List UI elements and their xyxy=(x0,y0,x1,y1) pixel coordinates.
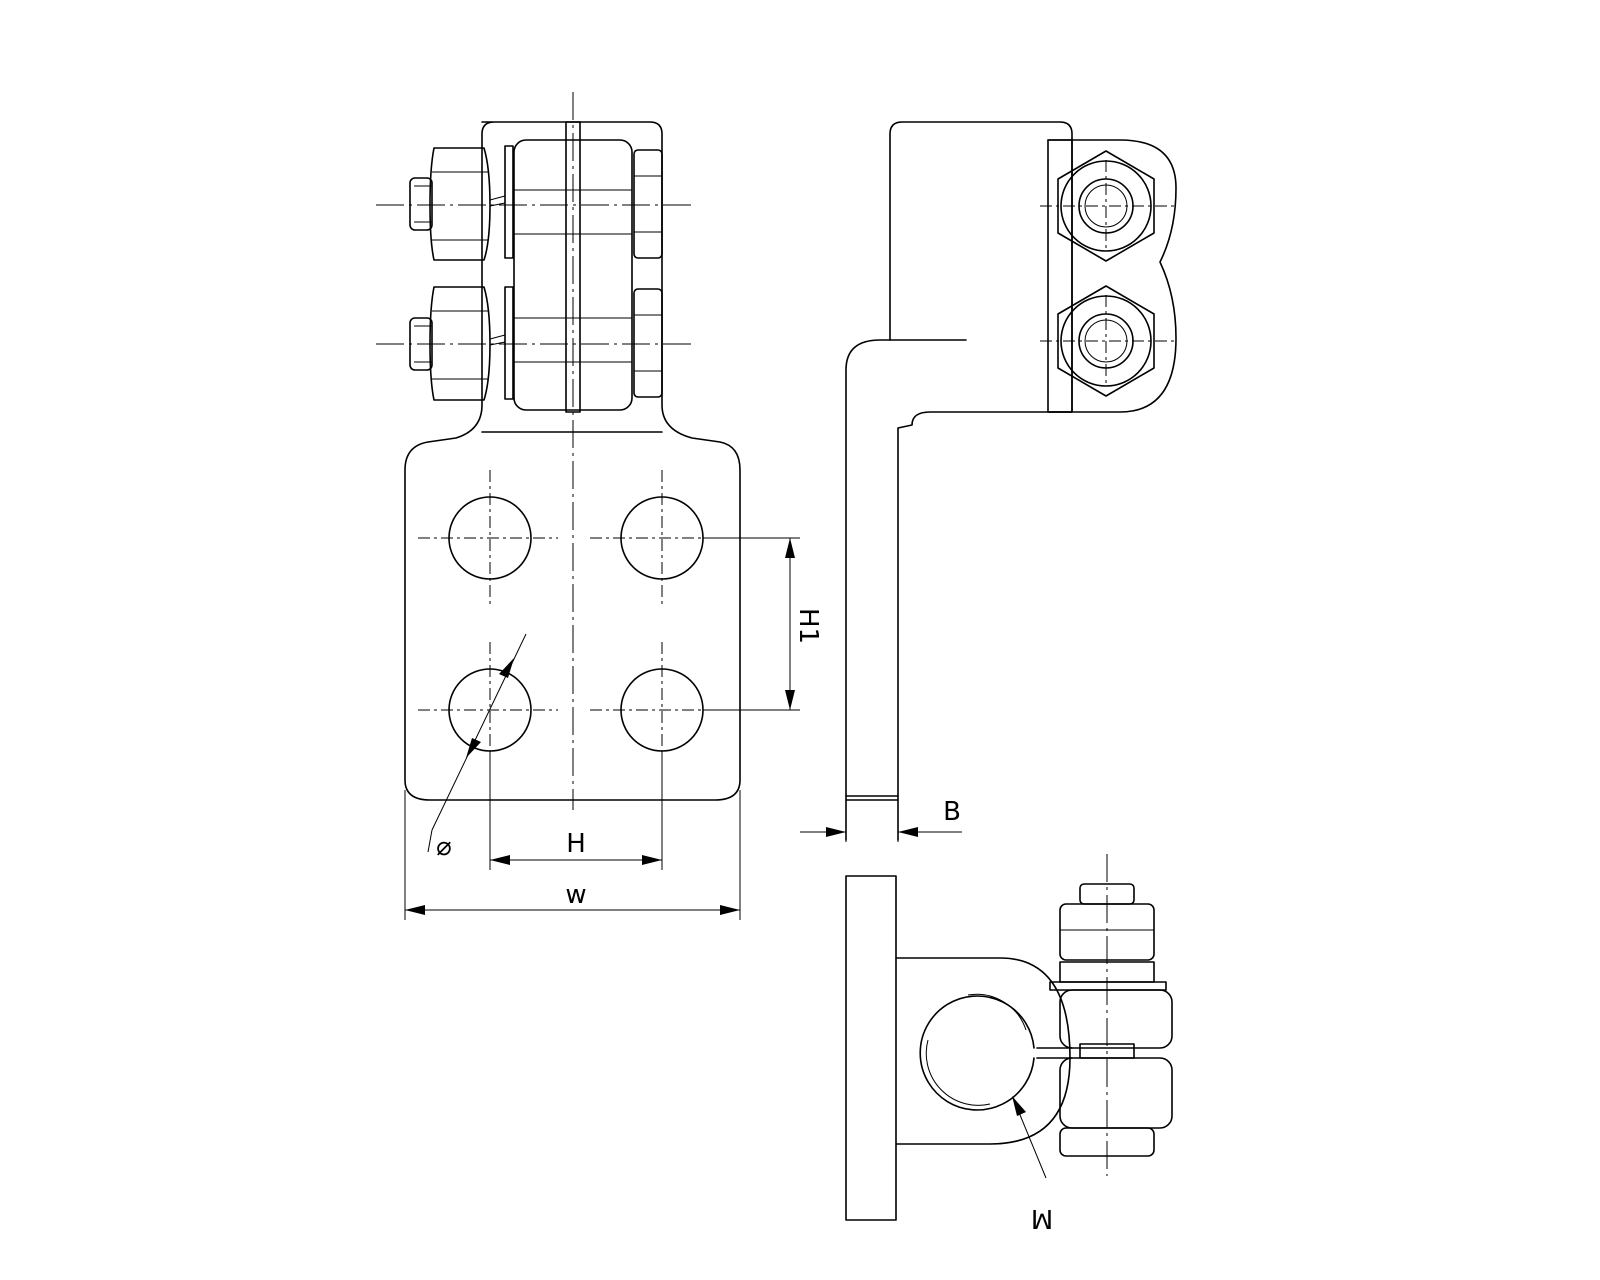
dimension-h: H xyxy=(489,752,663,870)
upper-bolt-assembly xyxy=(409,147,663,261)
hex-nut xyxy=(1057,285,1155,397)
bolt-end xyxy=(409,177,433,231)
dimension-m: M xyxy=(1012,1096,1053,1233)
mounting-holes xyxy=(418,470,730,778)
dimension-label-w: w xyxy=(565,880,586,910)
side-nut-upper xyxy=(1040,150,1176,262)
clamp-head-outline xyxy=(1047,139,1177,413)
dimension-b: B xyxy=(800,797,962,842)
hex-nut xyxy=(429,147,491,261)
l-bracket-profile xyxy=(845,121,1073,801)
bottom-bolt-stack xyxy=(1049,854,1173,1176)
back-nut xyxy=(633,288,663,398)
dimension-h1: H1 xyxy=(703,537,823,711)
dimension-w: w xyxy=(404,790,741,920)
side-nut-lower xyxy=(1040,285,1176,397)
dimension-label-m: M xyxy=(1031,1203,1053,1233)
dimension-diameter: ⌀ xyxy=(427,633,527,862)
front-view: H w H1 ⌀ xyxy=(376,92,823,920)
dimension-label-h: H xyxy=(566,829,586,859)
washer-plate xyxy=(504,286,514,400)
hex-nut xyxy=(429,286,491,401)
washer xyxy=(1049,981,1167,991)
dimension-label-b: B xyxy=(943,797,961,827)
base-plate xyxy=(845,875,897,1221)
side-view: B xyxy=(800,121,1177,842)
back-nut xyxy=(633,149,663,259)
clamp-jaw-lower xyxy=(1059,1057,1173,1129)
dimension-label-diameter: ⌀ xyxy=(436,832,452,862)
clamp-ring xyxy=(895,957,1071,1145)
clamp-split xyxy=(1036,1047,1073,1059)
bottom-view: M xyxy=(845,854,1173,1233)
washer-plate xyxy=(504,145,514,259)
clamp-jaw-upper xyxy=(1059,989,1173,1049)
hex-nut xyxy=(1057,150,1155,262)
dimension-label-h1: H1 xyxy=(793,608,823,644)
